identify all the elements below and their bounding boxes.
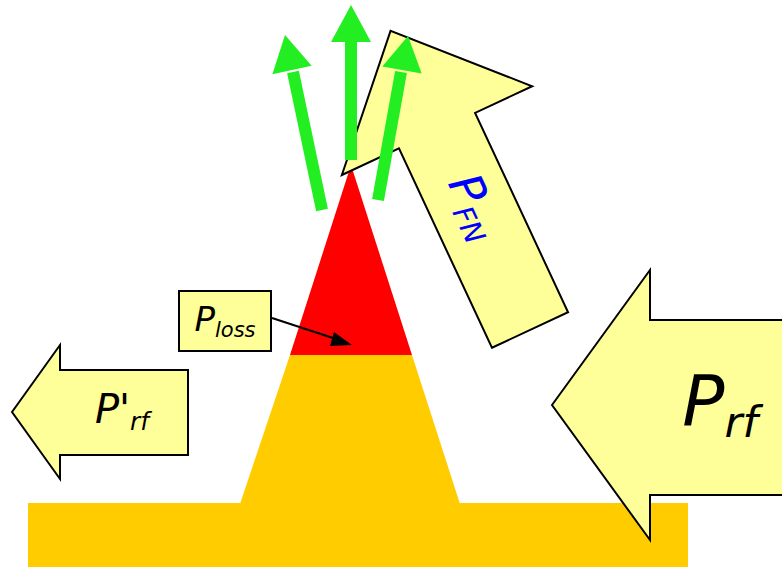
emission-arrow xyxy=(293,72,322,210)
subscript: rf xyxy=(725,397,758,447)
symbol: P xyxy=(682,360,724,442)
subscript: loss xyxy=(215,317,256,342)
symbol: P xyxy=(194,299,215,339)
emission-arrowhead xyxy=(272,35,311,74)
leader-line xyxy=(272,318,336,339)
power-label: Prf xyxy=(682,366,757,445)
power-flow-arrow: P'rf xyxy=(10,343,190,481)
substrate xyxy=(28,503,688,567)
subscript: rf xyxy=(130,407,149,436)
label-box: Ploss xyxy=(178,290,272,352)
power-label: Ploss xyxy=(194,302,255,340)
power-flow-arrow: Prf xyxy=(550,268,782,542)
tip-apex xyxy=(290,165,412,355)
leader-arrowhead xyxy=(330,332,352,346)
emission-arrowhead xyxy=(331,5,371,42)
tip-body xyxy=(240,355,460,504)
symbol: P' xyxy=(95,386,130,432)
power-label: P'rf xyxy=(95,389,149,435)
